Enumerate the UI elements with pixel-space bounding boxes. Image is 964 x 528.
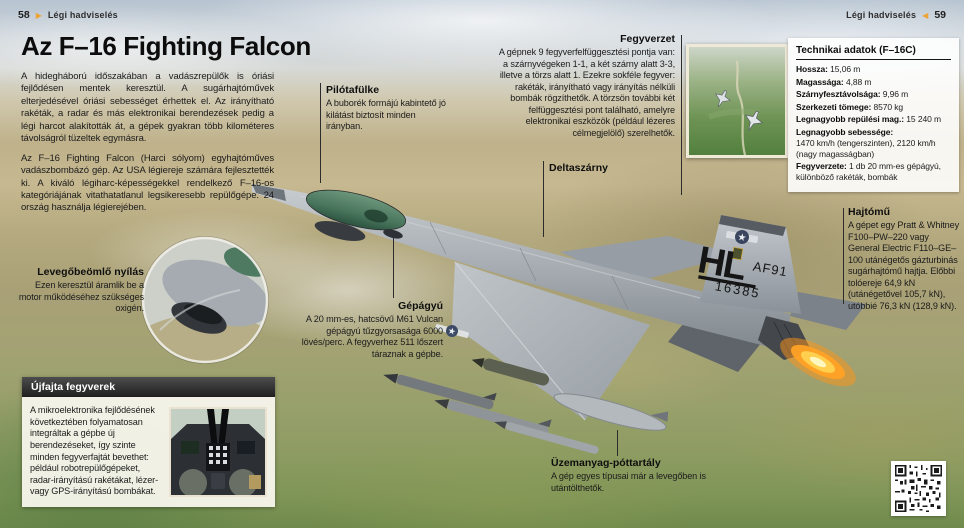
callout-intake-title: Levegőbeömlő nyílás bbox=[37, 266, 144, 278]
tech-data-title: Technikai adatok (F–16C) bbox=[796, 45, 951, 60]
callout-droptank-text: A gép egyes típusai már a levegőben is u… bbox=[551, 471, 706, 493]
callout-droptank: Üzemanyag-póttartály A gép egyes típusai… bbox=[551, 457, 706, 494]
near-stabilizer bbox=[668, 318, 762, 372]
drop-tank bbox=[553, 393, 669, 431]
tech-row-height: Magassága: 4,88 m bbox=[796, 76, 872, 87]
pointer-line-cannon bbox=[393, 237, 394, 298]
svg-text:★: ★ bbox=[736, 232, 747, 244]
article-title: Az F–16 Fighting Falcon bbox=[21, 31, 311, 61]
tech-row-length: Hossza: 15,06 m bbox=[796, 64, 861, 74]
page-number-left: 58 bbox=[18, 9, 30, 21]
callout-engine-text: A gépet egy Pratt & Whitney F100–PW–220 … bbox=[848, 220, 960, 311]
callout-intake: Levegőbeömlő nyílás Ezen keresztül áraml… bbox=[16, 266, 144, 315]
gun-port bbox=[383, 229, 403, 239]
intro-text: A hidegháború időszakában a vadászrepülő… bbox=[21, 71, 274, 222]
bomb bbox=[471, 358, 549, 386]
cockpit-photo bbox=[169, 406, 267, 497]
tech-data-box: Technikai adatok (F–16C) Hossza: 15,06 m… bbox=[788, 38, 959, 192]
delta-wing bbox=[452, 262, 650, 420]
pointer-line-deltawing bbox=[543, 161, 544, 237]
pointer-line-engine bbox=[843, 208, 844, 304]
page-header-left: 58 ▶ Légi hadviselés bbox=[18, 9, 118, 21]
page-number-right: 59 bbox=[934, 9, 946, 21]
tail-insignia: ★ bbox=[725, 230, 759, 244]
callout-cannon-title: Gépágyú bbox=[398, 300, 443, 312]
new-weapons-body: A mikroelektronika fejlődésének következ… bbox=[22, 397, 275, 507]
arrow-left-icon: ◀ bbox=[922, 11, 929, 20]
intro-paragraph-1: A hidegháború időszakában a vadászrepülő… bbox=[21, 71, 274, 145]
svg-text:★: ★ bbox=[446, 326, 456, 338]
tech-row-armament: Fegyverzete: 1 db 20 mm-es gépágyú, külö… bbox=[796, 161, 941, 183]
intake-magnifier-inset bbox=[141, 236, 269, 364]
canopy bbox=[305, 189, 407, 231]
tail-serial-1: AF91 bbox=[752, 259, 789, 280]
new-weapons-box: Újfajta fegyverek A mikroelektronika fej… bbox=[22, 377, 275, 507]
tech-row-wingspan: Szárnyfesztávolsága: 9,96 m bbox=[796, 89, 909, 100]
air-intake bbox=[314, 221, 366, 241]
callout-cockpit-title: Pilótafülke bbox=[326, 84, 380, 96]
callout-deltawing-title: Deltaszárny bbox=[549, 162, 608, 174]
new-weapons-title: Újfajta fegyverek bbox=[22, 377, 275, 397]
wing-insignia: ★ bbox=[435, 324, 469, 338]
callout-droptank-title: Üzemanyag-póttartály bbox=[551, 457, 661, 469]
page-header-right: Légi hadviselés ◀ 59 bbox=[846, 9, 946, 21]
radome bbox=[252, 184, 286, 201]
callout-intake-text: Ezen keresztül áramlik be a motor működé… bbox=[18, 280, 144, 314]
tech-row-ceiling: Legnagyobb repülési mag.: 15 240 m bbox=[796, 114, 941, 125]
callout-deltawing: Deltaszárny bbox=[549, 162, 608, 176]
callout-cockpit-text: A buborék formájú kabintető jó kilátást … bbox=[326, 98, 446, 132]
tail-cap bbox=[719, 215, 786, 236]
callout-cannon: Gépágyú A 20 mm-es, hatcsövű M61 Vulcan … bbox=[283, 300, 443, 360]
wingtip-missile bbox=[494, 421, 599, 454]
pointer-line-droptank bbox=[617, 430, 618, 456]
callout-engine-title: Hajtómű bbox=[848, 206, 890, 218]
formation-photo bbox=[686, 44, 788, 158]
pointer-line-weapons bbox=[681, 35, 682, 195]
jet-1-icon bbox=[714, 90, 731, 108]
tech-row-weight: Szerkezeti tömege: 8570 kg bbox=[796, 101, 904, 112]
callout-cannon-text: A 20 mm-es, hatcsövű M61 Vulcan gépágyú … bbox=[301, 314, 443, 359]
intro-paragraph-2: Az F–16 Fighting Falcon (Harci sólyom) e… bbox=[21, 152, 274, 214]
callout-weapons-text: A gépnek 9 fegyverfelfüggesztési pontja … bbox=[498, 47, 675, 138]
afterburner-flame bbox=[780, 337, 856, 387]
section-label-right: Légi hadviselés bbox=[846, 10, 917, 20]
tail-fin bbox=[700, 215, 801, 314]
section-label-left: Légi hadviselés bbox=[47, 10, 118, 20]
jet-2-icon bbox=[744, 110, 764, 131]
tail-badge bbox=[731, 246, 744, 261]
missile-1 bbox=[383, 373, 497, 410]
new-weapons-text: A mikroelektronika fejlődésének következ… bbox=[30, 405, 159, 497]
callout-weapons-title: Fegyverzet bbox=[620, 33, 675, 45]
tech-row-speed: Legnagyobb sebessége: 1470 km/h (tengers… bbox=[796, 126, 936, 159]
pointer-line-cockpit bbox=[320, 83, 321, 183]
callout-engine: Hajtómű A gépet egy Pratt & Whitney F100… bbox=[848, 206, 961, 312]
callout-weapons: Fegyverzet A gépnek 9 fegyverfelfüggeszt… bbox=[494, 33, 675, 139]
callout-cockpit: Pilótafülke A buborék formájú kabintető … bbox=[326, 84, 446, 133]
arrow-right-icon: ▶ bbox=[35, 11, 42, 20]
far-stabilizer bbox=[790, 292, 866, 330]
qr-code bbox=[891, 461, 946, 516]
